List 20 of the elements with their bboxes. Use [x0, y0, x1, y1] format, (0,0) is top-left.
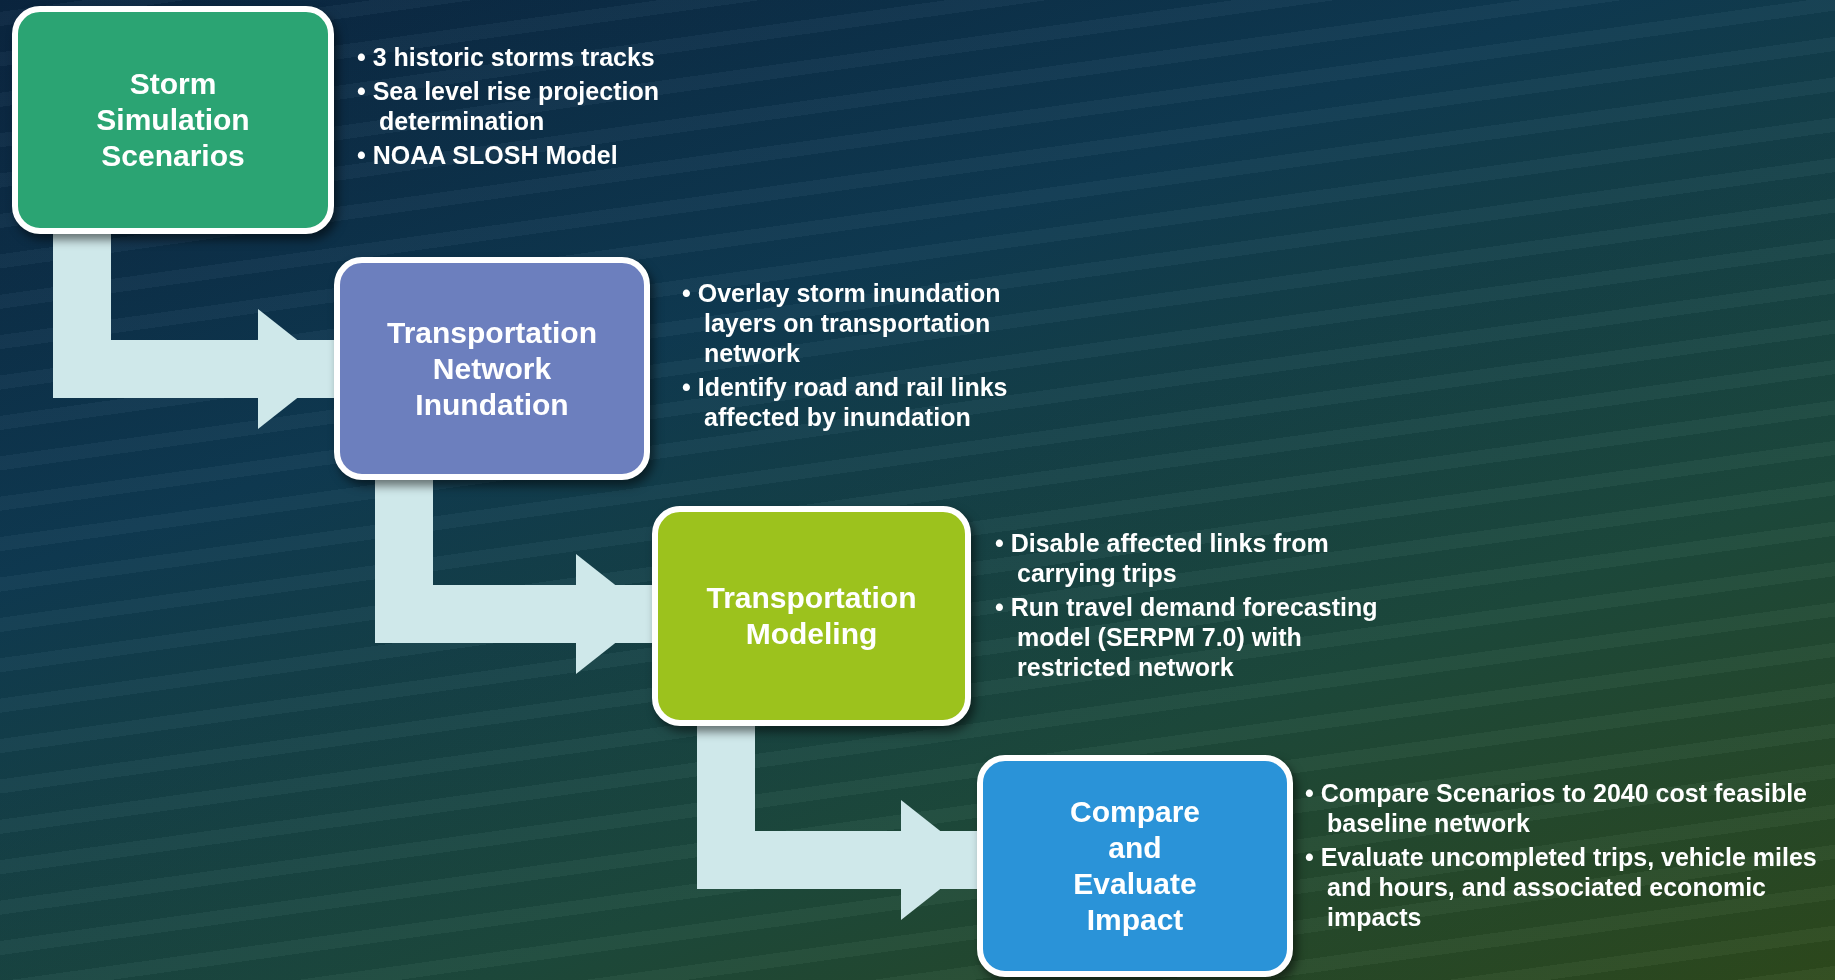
bent-arrow [375, 480, 652, 674]
step-title: Storm Simulation Scenarios [95, 66, 251, 174]
bullet-text: • Identify road and rail links affected by inundation [682, 372, 1009, 432]
bent-arrow [697, 726, 977, 920]
bullet-text: • Sea level rise projection determination [357, 76, 660, 136]
bullet-text: • Overlay storm inundation layers on transportation network [682, 278, 1002, 368]
process-box [334, 257, 650, 480]
bullet-text: • 3 historic storms tracks [357, 42, 656, 72]
step-title: Compare and Evaluate Impact [1068, 794, 1201, 938]
process-box [977, 755, 1293, 977]
step-title: Transportation Network Inundation [387, 314, 597, 423]
bullet-text: • NOAA SLOSH Model [357, 140, 619, 170]
step-title: Transportation Modeling [706, 580, 917, 652]
bent-arrow [53, 234, 334, 429]
bullet-text: • Compare Scenarios to 2040 cost feasible baseline network [1305, 778, 1808, 838]
process-box [652, 506, 971, 726]
bullet-text: • Disable affected links from carrying trips [995, 528, 1330, 588]
process-box [12, 6, 334, 234]
bullet-text: • Evaluate uncompleted trips, vehicle miles and hours, and associated economic impacts [1305, 842, 1818, 932]
bullet-text: • Run travel demand forecasting model (SERPM 7.0) with restricted network [995, 592, 1379, 682]
